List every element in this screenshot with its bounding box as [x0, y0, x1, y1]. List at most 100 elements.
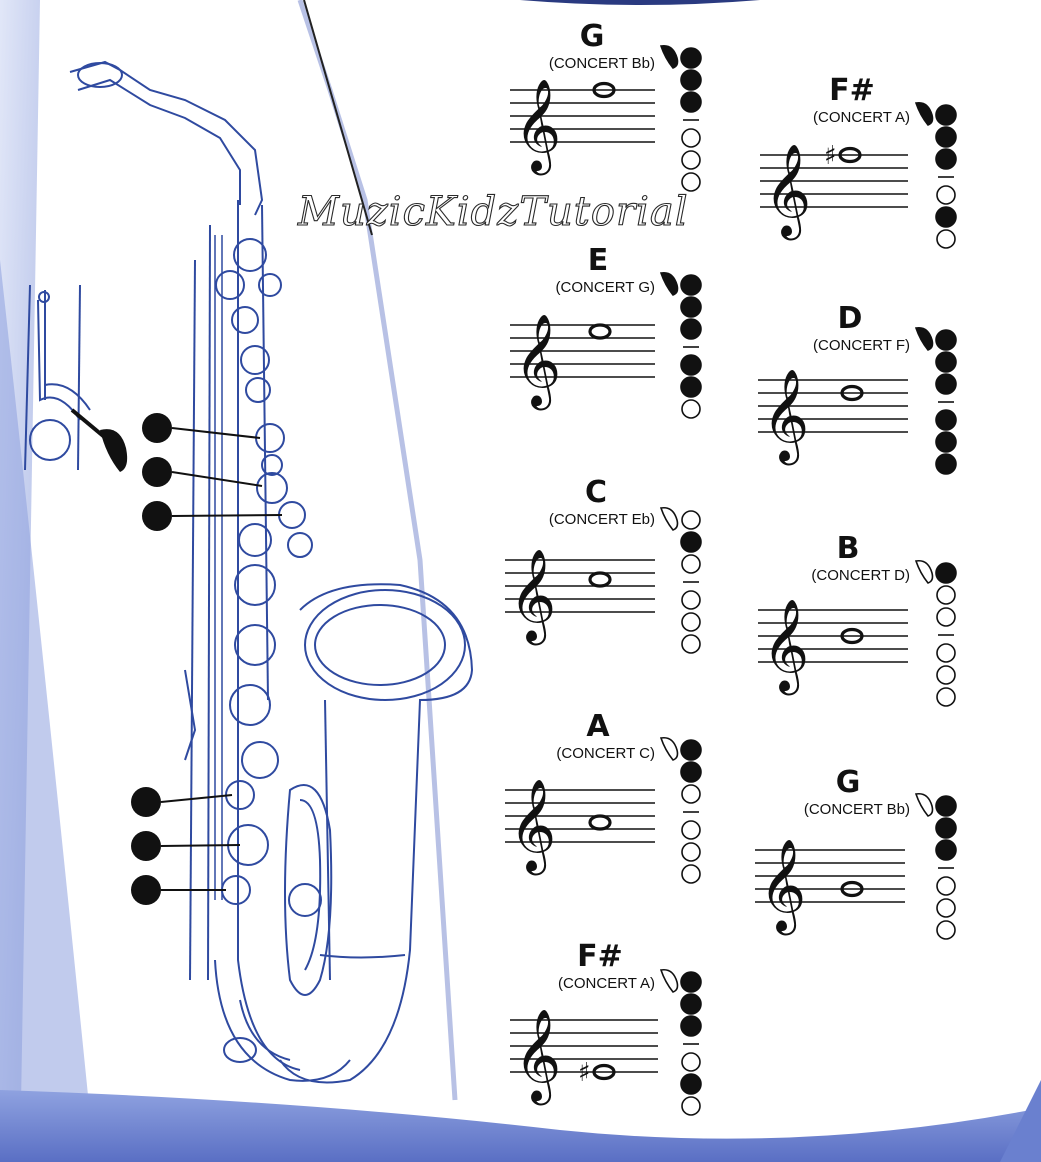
key-open-icon [936, 665, 956, 685]
key-closed-icon [680, 1073, 702, 1095]
fingering-keys [680, 274, 702, 419]
key-closed-icon [935, 839, 957, 861]
octave-key-pointer [70, 408, 128, 472]
key-open-icon [681, 172, 701, 192]
sharp-icon: ♯ [824, 141, 837, 171]
note-name: D [838, 301, 863, 336]
treble-clef-icon: 𝄞 [514, 313, 561, 410]
watermark-text: MuzicKidzTutorial [297, 189, 689, 235]
fingering-keys [680, 739, 702, 884]
octave-key-open-icon [914, 559, 934, 584]
key-closed-icon [680, 296, 702, 318]
key-closed-icon [935, 329, 957, 351]
octave-key-open-icon [659, 736, 679, 761]
treble-clef-icon: 𝄞 [514, 1008, 561, 1105]
key-closed-icon [935, 126, 957, 148]
key-closed-icon [935, 373, 957, 395]
key-closed-icon [680, 739, 702, 761]
key-open-icon [681, 612, 701, 632]
note-block: G(CONCERT Bb)𝄞 [755, 765, 957, 940]
key-open-icon [681, 864, 701, 884]
whole-note-icon [588, 571, 612, 588]
note-name: A [586, 709, 610, 744]
key-closed-icon [935, 431, 957, 453]
concert-pitch-label: (CONCERT Bb) [549, 55, 655, 72]
fingering-keys [680, 971, 702, 1116]
key-closed-icon [680, 47, 702, 69]
note-name: C [585, 475, 607, 510]
concert-pitch-label: (CONCERT Bb) [804, 801, 910, 818]
concert-pitch-label: (CONCERT G) [556, 279, 655, 296]
whole-note-icon [840, 880, 864, 898]
note-block: B(CONCERT D)𝄞 [758, 531, 957, 707]
key-open-icon [681, 399, 701, 419]
fingering-keys [935, 562, 957, 707]
octave-key-pressed-icon [914, 326, 934, 351]
fingering-keys [935, 329, 957, 475]
treble-clef-icon: 𝄞 [509, 548, 556, 645]
key-closed-icon [680, 69, 702, 91]
concert-pitch-label: (CONCERT A) [813, 109, 910, 126]
staff [755, 849, 905, 903]
key-closed-icon [680, 274, 702, 296]
octave-key-open-icon [914, 792, 934, 817]
key-open-icon [681, 554, 701, 574]
staff [510, 1019, 658, 1073]
key-closed-icon [935, 817, 957, 839]
whole-note-icon [592, 1063, 616, 1081]
note-block: A(CONCERT C)𝄞 [505, 709, 702, 884]
key-closed-icon [935, 409, 957, 431]
octave-key-open-icon [659, 968, 679, 993]
whole-note-icon [840, 627, 864, 645]
key-open-icon [681, 634, 701, 654]
key-closed-icon [680, 993, 702, 1015]
concert-pitch-label: (CONCERT D) [811, 567, 910, 584]
key-closed-icon [935, 562, 957, 584]
concert-pitch-label: (CONCERT C) [556, 745, 655, 762]
key-open-icon [936, 876, 956, 896]
treble-clef-icon: 𝄞 [514, 78, 561, 175]
fingering-notes: G(CONCERT Bb)𝄞E(CONCERT G)𝄞C(CONCERT Eb)… [505, 19, 957, 1116]
staff [505, 789, 655, 843]
note-name: E [588, 243, 609, 278]
key-closed-icon [935, 148, 957, 170]
staff [505, 559, 655, 613]
note-name: B [837, 531, 860, 566]
whole-note-icon [840, 384, 864, 402]
key-open-icon [681, 820, 701, 840]
saxophone-illustration [69, 60, 474, 1084]
key-open-icon [681, 590, 701, 610]
note-name: G [836, 765, 861, 800]
concert-pitch-label: (CONCERT Eb) [549, 511, 655, 528]
key-open-icon [936, 607, 956, 627]
note-name: F# [577, 939, 623, 974]
key-open-icon [936, 920, 956, 940]
whole-note-icon [838, 146, 862, 164]
sharp-icon: ♯ [578, 1058, 591, 1088]
key-closed-icon [935, 104, 957, 126]
treble-clef-icon: 𝄞 [764, 143, 811, 240]
octave-key-pressed-icon [914, 101, 934, 126]
key-open-icon [936, 229, 956, 249]
note-block: E(CONCERT G) 𝄞 [510, 243, 702, 419]
key-open-icon [936, 643, 956, 663]
note-block: F#(CONCERT A) 𝄞 ♯ [510, 939, 702, 1116]
key-closed-icon [680, 1015, 702, 1037]
key-open-icon [681, 150, 701, 170]
octave-key-inset [24, 284, 91, 471]
note-block: G(CONCERT Bb)𝄞 [510, 19, 702, 192]
key-open-icon [681, 510, 701, 530]
whole-note-icon [592, 81, 616, 99]
staff [758, 609, 908, 663]
key-open-icon [681, 1052, 701, 1072]
staff [760, 154, 908, 208]
whole-note-icon [588, 814, 612, 831]
treble-clef-icon: 𝄞 [509, 778, 556, 875]
key-open-icon [936, 898, 956, 918]
key-closed-icon [680, 376, 702, 398]
key-open-icon [681, 842, 701, 862]
staff [758, 379, 908, 433]
saxophone-key-markers [131, 413, 283, 905]
key-open-icon [681, 1096, 701, 1116]
concert-pitch-label: (CONCERT A) [558, 975, 655, 992]
